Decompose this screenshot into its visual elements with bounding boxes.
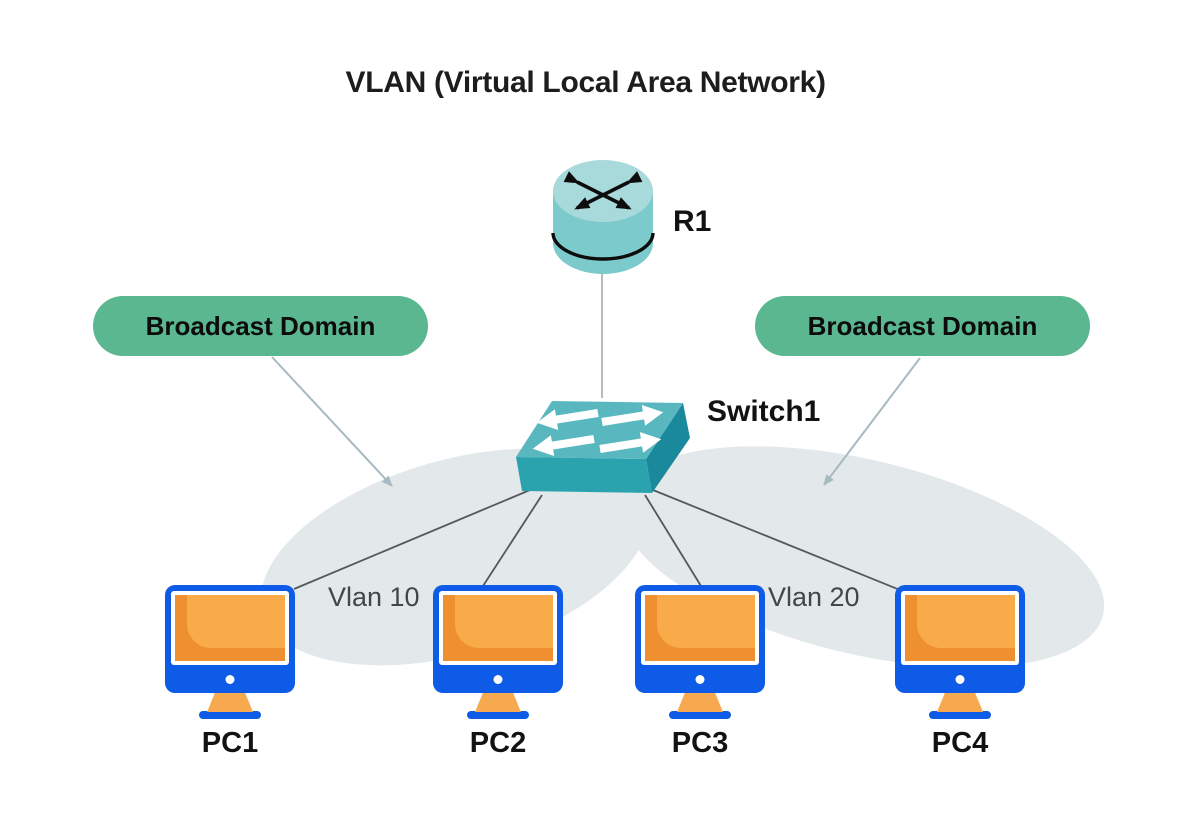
monitor-dot <box>493 675 503 684</box>
vlan10-label: Vlan 10 <box>328 582 420 612</box>
monitor-base <box>929 711 991 719</box>
monitor-base <box>467 711 529 719</box>
monitor-base <box>199 711 261 719</box>
broadcast-domain-pill-right: Broadcast Domain <box>755 296 1090 356</box>
pc-monitor-icon <box>895 585 1025 693</box>
pc3-label: PC3 <box>671 727 729 759</box>
page-title: VLAN (Virtual Local Area Network) <box>345 66 826 99</box>
vlan20-label: Vlan 20 <box>768 582 860 612</box>
switch-traffic-arrows-icon <box>532 405 664 456</box>
monitor-stand <box>677 693 723 712</box>
broadcast-domain-arrow-right <box>823 357 921 486</box>
broadcast-domain-arrow-left <box>271 356 393 487</box>
monitor-dot <box>695 675 705 684</box>
broadcast-domain-pill-left: Broadcast Domain <box>93 296 428 356</box>
monitor-dot <box>225 675 235 684</box>
switch-label: Switch1 <box>707 395 821 428</box>
router-label: R1 <box>673 205 712 238</box>
pc4-label: PC4 <box>931 727 989 759</box>
switch-icon <box>516 401 690 493</box>
pc2-node: PC2 <box>433 585 563 760</box>
link-switch-pc4 <box>652 489 901 591</box>
monitor-stand <box>207 693 253 712</box>
monitor-stand <box>937 693 983 712</box>
link-switch-pc3 <box>644 494 702 587</box>
monitor-stand <box>475 693 521 712</box>
pc4-node: PC4 <box>895 585 1025 760</box>
monitor-dot <box>955 675 965 684</box>
monitor-base <box>669 711 731 719</box>
pc2-label: PC2 <box>469 727 527 759</box>
pc-monitor-icon <box>165 585 295 693</box>
router-crossed-arrows-icon <box>563 171 643 210</box>
pc1-label: PC1 <box>201 727 259 759</box>
pc1-node: PC1 <box>165 585 295 760</box>
pc3-node: PC3 <box>635 585 765 760</box>
pc-monitor-icon <box>433 585 563 693</box>
link-switch-pc2 <box>482 494 543 587</box>
router-icon <box>551 160 655 274</box>
pc-monitor-icon <box>635 585 765 693</box>
link-switch-pc1 <box>293 489 531 590</box>
